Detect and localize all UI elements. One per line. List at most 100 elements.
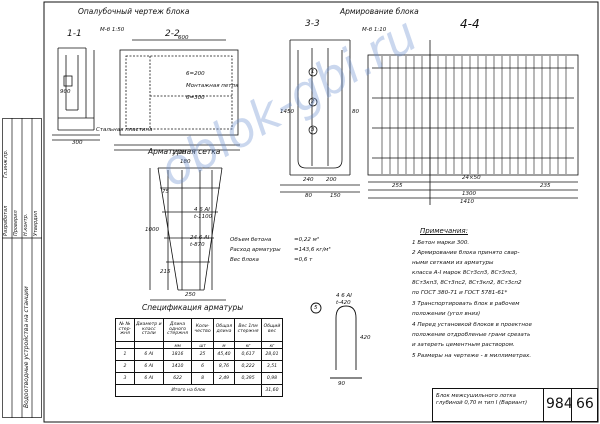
title-stamp: Блок межсушильного лотка глубиной 0,70 м…: [432, 388, 598, 422]
formwork-title: Опалубочный чертеж блока: [78, 7, 190, 16]
spec-units-row: мм шт м кг кг: [115, 341, 284, 349]
quantity-label: Объем бетона: [230, 237, 272, 243]
side-line: Проверил: [13, 210, 19, 236]
spec-cell: 0,222: [234, 360, 262, 373]
spec-header-cell: Коли- чество: [191, 318, 214, 342]
rebar-grid: [381, 56, 567, 174]
mesh-mark-3: 24 6 AI: [190, 235, 210, 241]
spec-cell: 8: [191, 372, 214, 385]
dim-6x300: 6=300: [186, 95, 205, 101]
dim-200: 200: [326, 177, 337, 183]
side-line: Утвердил: [33, 210, 39, 236]
dim-600: 600: [178, 35, 189, 41]
dim-235: 235: [540, 183, 551, 189]
side-block-lines: [2, 118, 42, 418]
mesh-title: Арматурная сетка: [148, 147, 221, 156]
spec-total-label: Итого на блок: [115, 384, 262, 397]
label-loop: Монтажная петля: [186, 83, 239, 89]
spec-header-cell: Общий вес: [260, 318, 284, 342]
note-line: ными сетками из арматуры: [412, 260, 494, 266]
spec-unit-cell: шт: [191, 341, 214, 349]
note-line: 8Ст3кп3, 8Ст3пс2, 8Ст3кп2, 8Ст3сп2: [412, 280, 522, 286]
side-signature-block: Разработал Проверил Н.контр. Утвердил Гл…: [2, 118, 42, 418]
table-row: 3 6 АI 622 8 2,49 0,395 0,98: [115, 372, 284, 385]
note-line: по ГОСТ 380-71 и ГОСТ 5781-61*: [412, 290, 508, 296]
spec-cell: 28,01: [260, 348, 284, 361]
mesh-mark-4: t-870: [190, 242, 205, 248]
table-row: 2 6 АI 1410 6 8,76 0,222 3,51: [115, 360, 284, 373]
scale-right: М-б 1:10: [362, 27, 387, 33]
dim-215: 215: [160, 269, 171, 275]
spec-unit-cell: кг: [234, 341, 262, 349]
hook-mark: 4 6 AI: [336, 293, 352, 299]
dim-1500: 1500: [172, 150, 186, 156]
spec-cell: 45,40: [212, 348, 236, 361]
section-label-2-2: 2-2: [165, 29, 180, 39]
spec-cell: 622: [162, 372, 193, 385]
spec-unit-cell: [115, 341, 135, 349]
dim-80-right: 80: [352, 109, 359, 115]
spec-header-cell: Общая длина: [212, 318, 236, 342]
note-line: 5 Размеры на чертеже - в миллиметрах.: [412, 353, 532, 359]
spec-title: Спецификация арматуры: [142, 303, 244, 312]
dim-6x200: 6=200: [186, 71, 205, 77]
spec-cell: 8,76: [212, 360, 236, 373]
spec-cell: 3,51: [260, 360, 284, 373]
spec-header-cell: Длина одного стержня: [162, 318, 193, 342]
note-line: и затереть цементным раствором.: [412, 342, 515, 348]
spec-cell: 6: [191, 360, 214, 373]
callout-3: 3: [311, 127, 315, 133]
spec-table: № № стер- жня Диаметр и класс стали Длин…: [115, 318, 284, 397]
spec-cell: 0,617: [234, 348, 262, 361]
spec-header-cell: № № стер- жня: [115, 318, 135, 342]
note-line: 2 Армирование блока принято свар-: [412, 250, 520, 256]
spec-unit-cell: мм: [162, 341, 193, 349]
hook-mark-2: t-420: [336, 300, 351, 306]
callout-1: 1: [311, 69, 315, 75]
spec-unit-cell: [133, 341, 164, 349]
spec-cell: 0,98: [260, 372, 284, 385]
spec-cell: 25: [191, 348, 214, 361]
mesh-mark-2: t-1100: [194, 214, 213, 220]
section-label-3-3: 3-3: [305, 19, 320, 29]
stamp-page-cell: 66: [571, 389, 598, 421]
dim-300: 300: [72, 140, 83, 146]
spec-total-row: Итого на блок 31,60: [115, 384, 284, 397]
dim-75: 75: [162, 189, 169, 195]
stamp-page: 66: [576, 396, 594, 412]
note-line: 3 Транспортировать блок в рабочем: [412, 301, 520, 307]
spec-cell: 1410: [162, 360, 193, 373]
stamp-sheet-cell: 984: [543, 389, 573, 421]
spec-cell: 2,49: [212, 372, 236, 385]
dim-250: 250: [185, 292, 196, 298]
note-line: положение отдробленые грани срезать: [412, 332, 531, 338]
spec-cell: 1: [115, 348, 135, 361]
quantity-value: =0,22 м³: [294, 237, 319, 243]
spec-cell: 1816: [162, 348, 193, 361]
mesh-mark: 4 6 AI: [194, 207, 210, 213]
callout-2: 2: [311, 99, 315, 105]
dim-420: 420: [360, 335, 371, 341]
side-line: Разработал: [3, 205, 9, 236]
spec-cell: 6 АI: [133, 372, 164, 385]
dim-1300: 1300: [462, 191, 476, 197]
spec-cell: 6 АI: [133, 348, 164, 361]
spec-unit-cell: м: [212, 341, 236, 349]
quantity-value: =143,6 кг/м³: [294, 247, 331, 253]
label-plate: Стальная пластина: [96, 127, 153, 133]
note-line: 4 Перед установкой блоков в проектное: [412, 322, 532, 328]
dim-240: 240: [303, 177, 314, 183]
quantity-label: Вес блока: [230, 257, 259, 263]
note-line: класса А-I марок 8Ст3сп3, 8Ст3пс3,: [412, 270, 518, 276]
spec-header-row: № № стер- жня Диаметр и класс стали Длин…: [115, 318, 284, 342]
section-label-4-4: 4-4: [460, 17, 480, 31]
reinforcement-title: Армирование блока: [340, 7, 419, 16]
side-line: Н.контр.: [23, 213, 29, 236]
quantity-value: =0,6 т: [294, 257, 313, 263]
